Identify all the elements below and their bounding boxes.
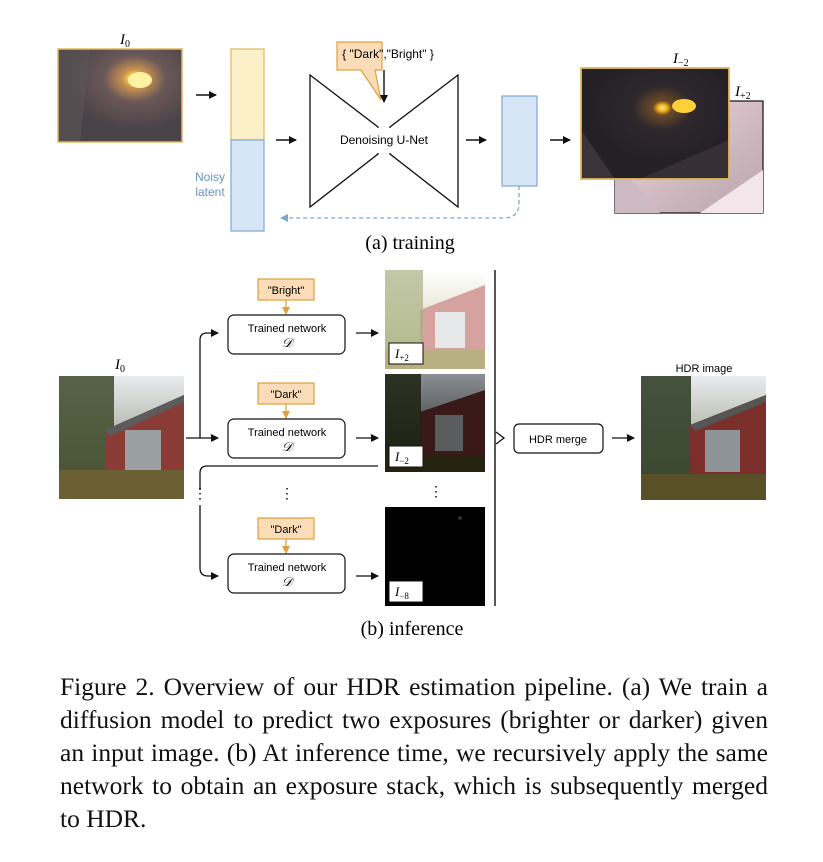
branch-2-output-label: I−2 <box>394 449 409 466</box>
stack-brace-tip <box>495 431 506 445</box>
branch-2-output-image <box>385 374 485 472</box>
branch-1-network-label: Trained network <box>248 323 327 335</box>
branch-2-network-label: Trained network <box>248 427 327 439</box>
unet-decoder <box>389 73 459 209</box>
branch-1-output-label: I+2 <box>394 346 409 363</box>
branch-3-output-tag <box>388 580 424 603</box>
noisy-latent-block <box>230 48 265 232</box>
training-input-image <box>57 48 183 143</box>
figure-caption: Figure 2. Overview of our HDR estimation… <box>60 672 768 833</box>
branch-3-prompt-text: "Dark" <box>270 524 301 536</box>
inference-subcaption: (b) inference <box>361 618 464 640</box>
output-dark-image <box>580 67 730 180</box>
branch-1-network-symbol: 𝒟 <box>282 335 295 350</box>
branch-2-network-symbol: 𝒟 <box>282 439 295 454</box>
training-input-label: I0 <box>119 32 130 50</box>
training-prompt-text: { "Dark","Bright" } <box>342 47 434 61</box>
training-prompt-callout <box>336 41 383 101</box>
pipeline-figure: I0 Noisy latent Denoising U-Net { "Dark"… <box>57 32 766 640</box>
ellipsis-left: ⋮ <box>193 485 207 501</box>
hdr-output-image <box>641 376 766 500</box>
output-bright-label: I+2 <box>734 84 751 102</box>
branch-3-network-symbol: 𝒟 <box>282 574 295 589</box>
ellipsis-middle: ⋮ <box>280 485 294 501</box>
recursion-line <box>199 465 378 490</box>
branch-1-output-image <box>385 270 485 369</box>
inference-input-label: I0 <box>114 357 125 375</box>
dashed-feedback-arrow <box>280 186 520 222</box>
output-latent-block <box>501 95 538 187</box>
arrow-input-to-network-1 <box>199 329 219 438</box>
hdr-merge-label: HDR merge <box>529 434 587 446</box>
ellipsis-right: ⋮ <box>429 483 443 499</box>
branch-2-prompt-text: "Dark" <box>270 389 301 401</box>
noisy-latent-label-line2: latent <box>195 185 225 199</box>
branch-3-output-label: I−8 <box>394 584 409 601</box>
branch-2-output-tag <box>388 445 424 468</box>
hdr-image-title: HDR image <box>676 363 733 375</box>
branch-3-network-box <box>227 553 346 594</box>
branch-1-output-tag <box>388 342 424 365</box>
branch-3-network-label: Trained network <box>248 562 327 574</box>
unet-bottleneck <box>377 128 391 153</box>
inference-input-image <box>59 376 184 499</box>
unet-label: Denoising U-Net <box>340 133 429 147</box>
output-dark-label: I−2 <box>672 51 689 69</box>
branch-1-prompt-text: "Bright" <box>268 285 305 297</box>
arrow-to-network-3 <box>199 505 219 580</box>
training-subcaption: (a) training <box>365 232 454 254</box>
hdr-merge-box <box>513 423 604 454</box>
unet-encoder <box>309 73 379 209</box>
branch-1-network-box <box>227 314 346 355</box>
branch-2-network-box <box>227 418 346 459</box>
noisy-latent-label-line1: Noisy <box>195 170 225 184</box>
